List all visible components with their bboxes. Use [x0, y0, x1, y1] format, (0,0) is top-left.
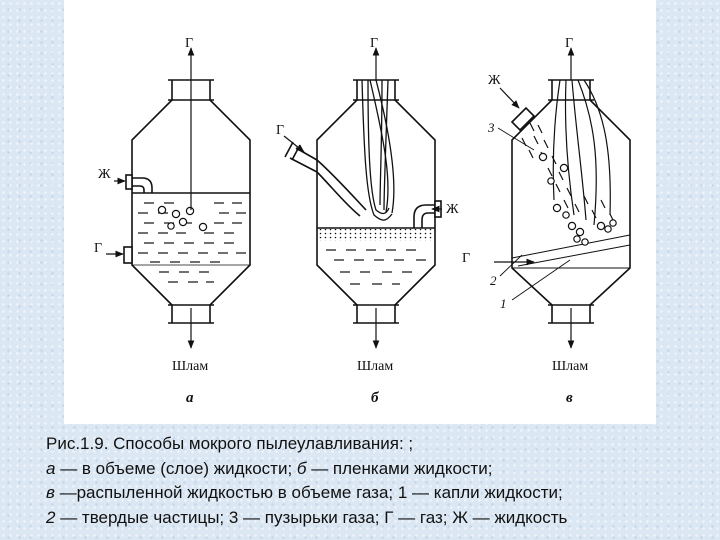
- apparatus-v-number-3: 3: [487, 120, 495, 135]
- apparatus-v-number-2: 2: [490, 273, 497, 288]
- apparatus-b-gas-in-arrow: [284, 136, 304, 152]
- apparatus-a-pipes: [124, 175, 152, 263]
- apparatus-b-liquid-label: Ж: [446, 202, 459, 217]
- apparatus-b-pipes: [285, 142, 441, 228]
- caption-line-2: а — в объеме (слое) жидкости; б — пленка…: [46, 457, 696, 482]
- apparatus-b: Г Г Ж Шлам б: [276, 36, 459, 406]
- apparatus-v-droplets: [539, 153, 616, 245]
- caption-line-3: в —распыленной жидкостью в объеме газа; …: [46, 481, 696, 506]
- apparatus-b-foam-layer: [318, 229, 434, 241]
- apparatus-a-sludge-label: Шлам: [172, 359, 208, 374]
- apparatus-v-spray: [522, 123, 614, 222]
- caption-line-1: Рис.1.9. Способы мокрого пылеулавливания…: [46, 432, 696, 457]
- apparatus-v-grid: [512, 235, 630, 266]
- apparatus-v-flow-lines: [553, 80, 610, 225]
- apparatus-b-sludge-label: Шлам: [357, 359, 393, 374]
- apparatus-v-number-1: 1: [500, 296, 507, 311]
- apparatus-a-gas-in-label: Г: [94, 241, 102, 256]
- caption-text-b: — пленками жидкости;: [306, 459, 492, 478]
- apparatus-a-gas-out-label: Г: [185, 36, 193, 51]
- apparatus-v-sludge-label: Шлам: [552, 359, 588, 374]
- apparatus-v-liquid-in-arrow: [500, 88, 519, 108]
- apparatus-v-nozzle: [512, 108, 534, 130]
- apparatus-v-letter: в: [566, 390, 573, 406]
- figure-caption: Рис.1.9. Способы мокрого пылеулавливания…: [46, 432, 696, 530]
- figure-panel: Г Ж Г Шлам а: [64, 0, 656, 424]
- apparatus-b-liquid-hatch: [326, 250, 426, 284]
- caption-letter-v: в: [46, 483, 55, 502]
- caption-text-v: —распыленной жидкостью в объеме газа; 1 …: [55, 483, 563, 502]
- apparatus-b-gas-in-label: Г: [276, 123, 284, 138]
- apparatus-a: Г Ж Г Шлам а: [94, 36, 250, 406]
- apparatus-b-film-tubes: [362, 80, 394, 220]
- apparatus-b-letter: б: [371, 390, 379, 406]
- apparatus-v-gas-out-label: Г: [565, 36, 573, 51]
- apparatus-v-gas-in-label: Г: [462, 251, 470, 266]
- apparatus-a-liquid-hatch: [138, 203, 246, 282]
- apparatus-a-bubbles: [158, 206, 206, 230]
- caption-line-4: 2 — твердые частицы; 3 — пузырьки газа; …: [46, 506, 696, 531]
- caption-title: Рис.1.9. Способы мокрого пылеулавливания…: [46, 434, 413, 453]
- apparatus-v-leaders: [498, 128, 570, 300]
- caption-text-a: — в объеме (слое) жидкости;: [55, 459, 296, 478]
- apparatus-a-letter: а: [186, 390, 194, 406]
- caption-text-legend: — твердые частицы; 3 — пузырьки газа; Г …: [55, 508, 567, 527]
- apparatus-b-gas-out-label: Г: [370, 36, 378, 51]
- apparatus-v: Г Ж Г 3 2 1 Шлам в: [462, 36, 630, 406]
- apparatus-a-liquid-label: Ж: [98, 167, 111, 182]
- apparatus-b-vessel: [317, 80, 435, 323]
- apparatus-v-liquid-label: Ж: [488, 73, 501, 88]
